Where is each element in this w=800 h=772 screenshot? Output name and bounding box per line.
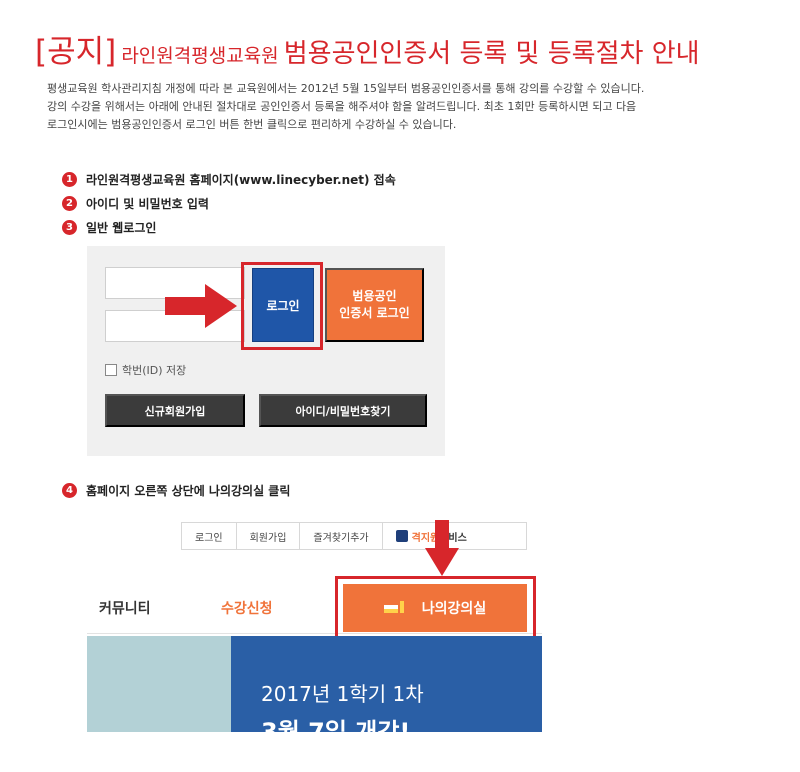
top-link-signup[interactable]: 회원가입: [237, 523, 301, 549]
step-3-text: 일반 웹로그인: [86, 221, 157, 235]
support-icon: [395, 530, 408, 542]
signup-button[interactable]: 신규회원가입: [105, 394, 245, 427]
step-2-text: 아이디 및 비밀번호 입력: [86, 197, 209, 211]
banner-open-date-text: 3월 7일 개강!: [261, 718, 411, 732]
nav-community[interactable]: 커뮤니티: [99, 601, 151, 617]
intro-line: 평생교육원 학사관리지침 개정에 따라 본 교육원에서는 2012년 5월 15…: [47, 82, 645, 95]
save-id-checkbox[interactable]: [105, 364, 117, 376]
my-class-button[interactable]: 나의강의실: [343, 584, 527, 632]
step-1: 1 라인원격평생교육원 홈페이지(www.linecyber.net) 접속: [62, 171, 396, 188]
login-button[interactable]: 로그인: [252, 268, 314, 342]
notice-bracket: [공지]: [35, 34, 117, 70]
step-1-text: 라인원격평생교육원 홈페이지(www.linecyber.net) 접속: [86, 173, 396, 187]
support-accent-text: 격지원: [411, 532, 440, 544]
step-number-3: 3: [62, 220, 77, 235]
intro-line: 강의 수강을 위해서는 아래에 안내된 절차대로 공인인증서 등록을 해주셔야 …: [47, 100, 637, 113]
notice-title: [공지] 라인원격평생교육원 범용공인인증서 등록 및 등록절차 안내: [35, 26, 775, 71]
intro-line: 로그인시에는 범용공인인증서 로그인 버튼 한번 클릭으로 편리하게 수강하실 …: [47, 118, 457, 131]
step-3: 3 일반 웹로그인: [62, 219, 156, 236]
step-number-1: 1: [62, 172, 77, 187]
arrow-right-icon: [165, 284, 237, 328]
intro-text: 평생교육원 학사관리지침 개정에 따라 본 교육원에서는 2012년 5월 15…: [47, 80, 767, 134]
banner-right-panel: 2017년 1학기 1차 3월 7일 개강!: [231, 636, 542, 732]
step-number-2: 2: [62, 196, 77, 211]
notice-subject: 범용공인인증서 등록 및 등록절차 안내: [283, 39, 700, 69]
save-id-option[interactable]: 학번(ID) 저장: [105, 362, 186, 378]
nav-enroll[interactable]: 수강신청: [221, 601, 273, 617]
login-panel: 로그인 범용공인 인증서 로그인 학번(ID) 저장 신규회원가입 아이디/비밀…: [87, 246, 445, 456]
step-number-4: 4: [62, 483, 77, 498]
id-input[interactable]: [105, 267, 245, 299]
banner-left-panel: [87, 636, 231, 732]
step-2: 2 아이디 및 비밀번호 입력: [62, 195, 209, 212]
top-link-login[interactable]: 로그인: [182, 523, 237, 549]
login-highlight-box: [241, 262, 323, 350]
org-name: 라인원격평생교육원: [121, 45, 279, 67]
top-link-bookmark[interactable]: 즐겨찾기추가: [300, 523, 383, 549]
step-4: 4 홈페이지 오른쪽 상단에 나의강의실 클릭: [62, 482, 290, 499]
cert-login-button[interactable]: 범용공인 인증서 로그인: [325, 268, 424, 342]
find-id-password-button[interactable]: 아이디/비밀번호찾기: [259, 394, 427, 427]
arrow-down-icon: [425, 520, 459, 576]
my-class-label: 나의강의실: [421, 601, 487, 617]
support-rest-text: 서비스: [439, 532, 467, 544]
step-4-text: 홈페이지 오른쪽 상단에 나의강의실 클릭: [86, 484, 291, 498]
save-id-label: 학번(ID) 저장: [122, 364, 187, 377]
banner-semester-text: 2017년 1학기 1차: [261, 682, 424, 706]
main-banner: 2017년 1학기 1차 3월 7일 개강!: [87, 636, 542, 732]
books-icon: [383, 601, 404, 613]
